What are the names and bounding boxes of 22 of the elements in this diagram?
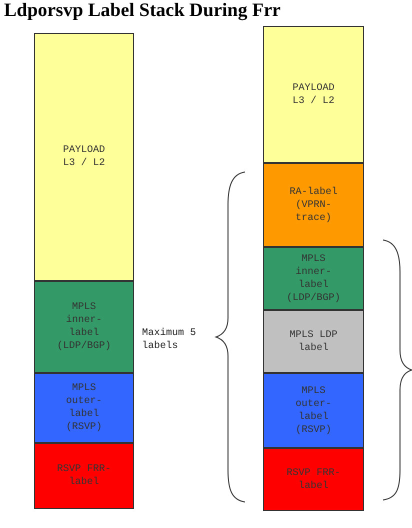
layer-label: PAYLOAD L3 / L2 bbox=[62, 144, 106, 170]
layer-label: RSVP FRR-label bbox=[56, 463, 112, 489]
layer-label: RSVP FRR-label bbox=[285, 466, 342, 492]
stack-layer-box bbox=[263, 26, 364, 163]
stack-layer-box bbox=[34, 281, 134, 373]
layer-label: MPLS outer-label (RSVP) bbox=[64, 382, 103, 434]
layer-label: MPLS inner-label (LDP/BGP) bbox=[285, 252, 342, 304]
stack-layer-box bbox=[263, 163, 364, 247]
diagram-title: Ldporsvp Label Stack During Frr bbox=[4, 0, 281, 22]
brace-note: Maximum 5 labels bbox=[142, 327, 198, 353]
stack-layer-box bbox=[263, 448, 364, 511]
layer-label: PAYLOAD L3 / L2 bbox=[291, 82, 336, 108]
layer-label: MPLS inner-label (LDP/BGP) bbox=[56, 301, 112, 353]
stack-layer-box bbox=[263, 373, 364, 448]
stack-layer-box bbox=[263, 247, 364, 310]
layer-label: MPLS LDP label bbox=[288, 328, 338, 354]
layer-label: RA-label (VPRN-trace) bbox=[288, 186, 338, 224]
stack-layer-box bbox=[34, 33, 134, 281]
stack-layer-box bbox=[34, 443, 134, 509]
layer-label: MPLS outer-label (RSVP) bbox=[294, 384, 332, 436]
stack-layer-box bbox=[34, 373, 134, 443]
stack-layer-box bbox=[263, 310, 364, 373]
